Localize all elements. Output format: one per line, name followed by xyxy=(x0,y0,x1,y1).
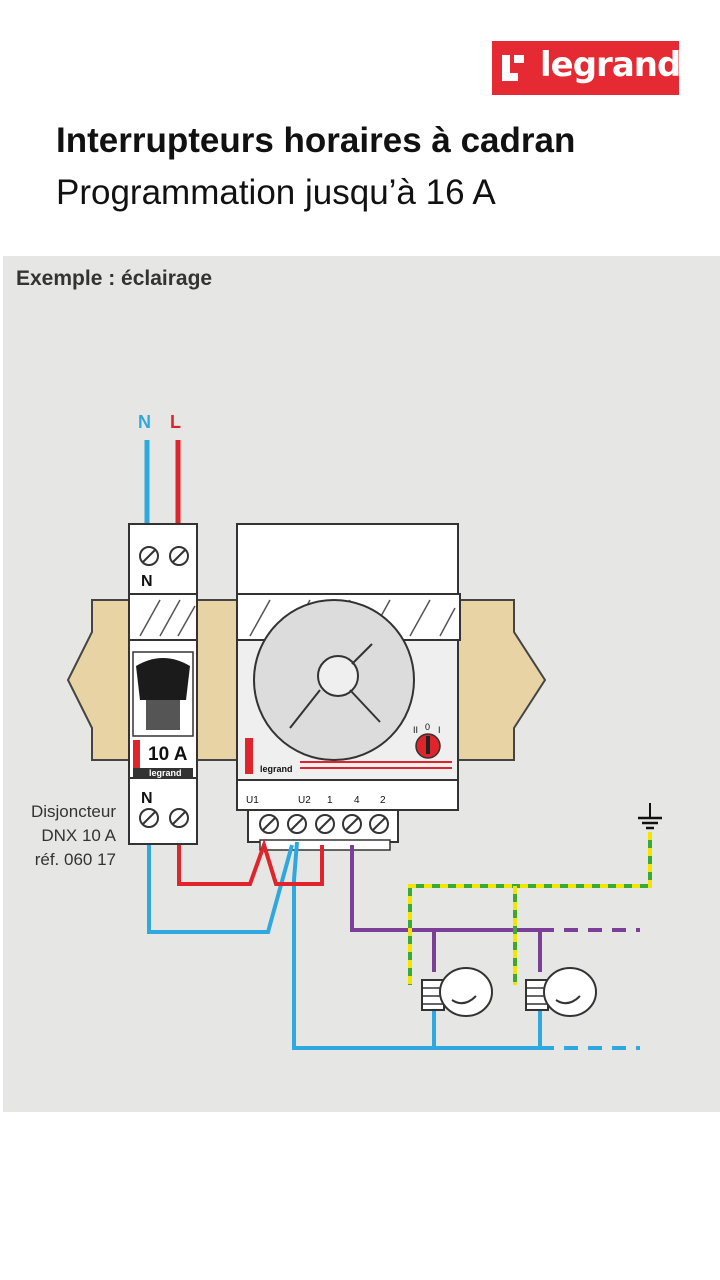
selector-mark-ii: II xyxy=(413,725,418,735)
terminal-1: 1 xyxy=(327,795,333,806)
breaker-n-bottom: N xyxy=(141,790,153,807)
earth-wire xyxy=(408,832,652,985)
earth-symbol-icon xyxy=(638,803,662,830)
lamp-2-icon xyxy=(525,967,597,1017)
neutral-wire xyxy=(147,844,294,934)
neutral-wire-lamps xyxy=(292,841,540,1050)
breaker-caption-line-1: Disjoncteur xyxy=(30,802,116,821)
breaker-caption-line-3: réf. 060 17 xyxy=(34,850,116,869)
lamp-1-icon xyxy=(421,967,493,1017)
breaker-n-top: N xyxy=(141,573,153,590)
breaker-caption-line-2: DNX 10 A xyxy=(41,826,116,845)
selector-mark-i: I xyxy=(438,725,441,735)
terminal-4: 4 xyxy=(354,795,360,806)
terminal-2: 2 xyxy=(380,795,386,806)
page-subtitle: Programmation jusqu’à 16 A xyxy=(56,173,496,212)
terminal-u2: U2 xyxy=(298,795,311,806)
terminal-u1: U1 xyxy=(246,795,259,806)
time-switch xyxy=(236,523,461,851)
breaker-brand: legrand xyxy=(149,768,182,778)
breaker-rating: 10 A xyxy=(148,744,188,765)
example-label: Exemple : éclairage xyxy=(16,267,213,290)
live-label: L xyxy=(170,412,181,432)
switched-wire xyxy=(350,845,540,932)
legrand-logo-mark-icon xyxy=(502,55,524,81)
neutral-label: N xyxy=(138,412,151,432)
timer-brand: legrand xyxy=(260,764,293,774)
page-title: Interrupteurs horaires à cadran xyxy=(56,121,576,160)
circuit-breaker xyxy=(128,523,198,845)
live-wire xyxy=(177,838,324,886)
legrand-logo xyxy=(492,41,679,95)
legrand-logo-text: legrand xyxy=(540,45,681,85)
selector-mark-0: 0 xyxy=(425,722,430,732)
